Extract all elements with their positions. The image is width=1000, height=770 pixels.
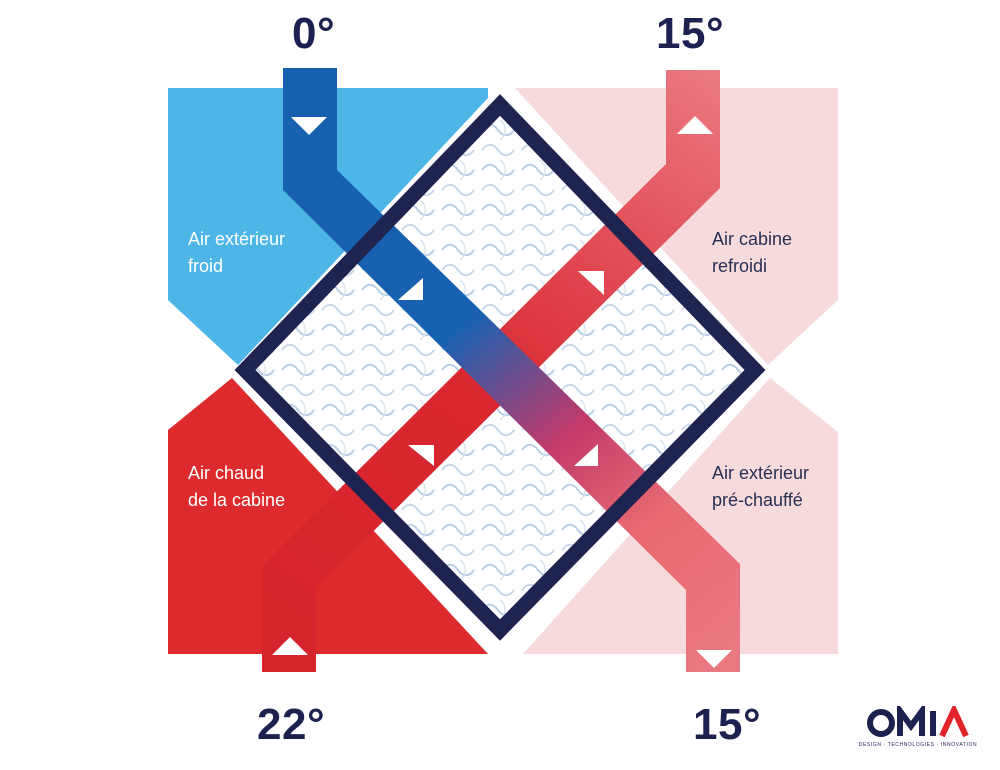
triangle-arrow-icon	[398, 278, 423, 300]
triangle-arrow-icon	[574, 444, 598, 466]
triangle-arrow-icon	[272, 637, 308, 655]
temperature-top-right: 15°	[656, 9, 725, 58]
zone-label-line: Air extérieur	[188, 229, 286, 249]
zone-label-cooled-cabin: Air cabine refroidi	[712, 226, 792, 280]
temperature-top-left: 0°	[292, 9, 336, 58]
zone-label-line: de la cabine	[188, 490, 286, 510]
triangle-arrow-icon	[291, 117, 327, 135]
zone-label-line: Air extérieur	[712, 463, 810, 483]
omia-logo: DESIGN · TECHNOLOGIES · INNOVATION	[858, 706, 978, 756]
triangle-arrow-icon	[677, 116, 713, 134]
triangle-arrow-icon	[696, 650, 732, 668]
exchanger-frame	[234, 94, 766, 641]
triangle-arrow-icon	[408, 445, 434, 466]
zone-label-line: pré-chauffé	[712, 490, 803, 510]
zone-label-warm-cabin: Air chaud de la cabine	[188, 460, 285, 514]
logo-tagline: DESIGN · TECHNOLOGIES · INNOVATION	[858, 742, 978, 748]
omia-logo-mark	[867, 706, 969, 738]
temperature-bottom-right: 15°	[693, 700, 762, 749]
cold-airflow	[283, 68, 740, 672]
zone-label-line: Air cabine	[712, 229, 793, 249]
zone-label-cold-outside: Air extérieur froid	[188, 226, 285, 280]
zone-label-line: froid	[188, 256, 224, 276]
triangle-arrow-icon	[578, 271, 604, 295]
zone-label-line: refroidi	[712, 256, 768, 276]
temperature-bottom-left: 22°	[257, 700, 326, 749]
zone-label-preheated-outside: Air extérieur pré-chauffé	[712, 460, 809, 514]
zone-label-line: Air chaud	[188, 463, 265, 483]
